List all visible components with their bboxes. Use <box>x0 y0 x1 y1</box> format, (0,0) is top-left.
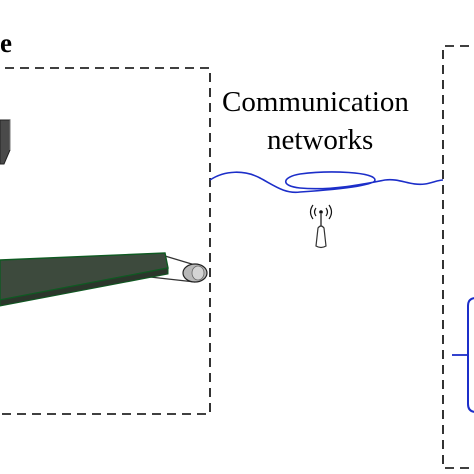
network-label-line1: Communication <box>222 86 409 118</box>
left-dashed-boundary <box>0 67 211 415</box>
device-module <box>452 297 474 413</box>
antenna-icon <box>309 204 333 249</box>
network-label-line2: networks <box>267 124 374 156</box>
machine-fragment <box>0 119 11 165</box>
conveyor-belt <box>0 252 208 307</box>
right-dashed-boundary <box>442 45 474 469</box>
communication-cable <box>209 171 444 194</box>
left-panel-title: e <box>0 28 12 58</box>
